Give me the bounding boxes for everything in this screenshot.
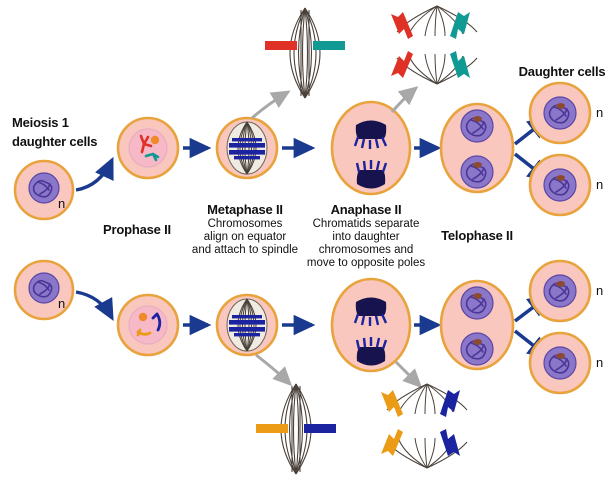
cell-daughter-bottom-1	[528, 259, 592, 323]
cell-daughter-top-2	[528, 153, 592, 217]
arrow-to-prophase-bottom	[75, 290, 114, 321]
ploidy-label-n-daughter-top-1: n	[596, 105, 604, 120]
desc-metaphase-2-line-1: Chromosomes	[207, 218, 283, 230]
chromosome-orange-inset	[256, 424, 288, 433]
chromatid-cluster-lower	[355, 160, 388, 189]
chromatid-cluster-upper	[353, 120, 388, 149]
chromosome-red	[139, 134, 153, 154]
cell-metaphase-2-top	[215, 116, 279, 180]
spindle-fibers	[237, 121, 257, 175]
cell-telophase-2-top	[439, 102, 515, 194]
ploidy-label-n-daughter-bottom-1: n	[596, 283, 604, 298]
nucleus-upper	[460, 286, 494, 320]
cell-telophase-2-bottom	[439, 279, 515, 371]
cell-prophase-2-top	[116, 116, 180, 180]
centriole-dot	[138, 312, 148, 322]
label-telophase-2: Telophase II	[441, 228, 513, 243]
chromatid-teal-upper	[450, 12, 470, 39]
cell-prophase-2-bottom	[116, 293, 180, 357]
desc-metaphase-2-line-2: align on equator	[203, 231, 287, 243]
cell-daughter-top-1	[528, 81, 592, 145]
inset-metaphase-bottom	[256, 383, 336, 475]
cell-daughter-bottom-2	[528, 331, 592, 395]
desc-anaphase-2-line-4: move to opposite poles	[306, 257, 426, 269]
ploidy-label-n-top-start: n	[58, 196, 66, 211]
nucleus-lower	[460, 332, 494, 366]
cell-anaphase-2-top	[330, 100, 412, 196]
nucleus-membrane	[128, 128, 168, 168]
chromosome-blue-inset	[304, 424, 336, 433]
chromosomes-at-equator	[229, 315, 265, 337]
chromatid-orange-upper	[381, 390, 403, 417]
chromatid-blue-upper	[440, 390, 460, 417]
inset-anaphase-top	[391, 5, 478, 85]
chromatid-orange-lower	[381, 429, 403, 456]
chromosome-teal-inset	[313, 41, 345, 50]
chromosomes-at-equator	[229, 138, 265, 160]
cell-meiosis1-daughter-bottom	[13, 259, 75, 321]
callout-arrow-anaphase-top	[390, 86, 419, 113]
callout-arrow-metaphase-top	[251, 90, 291, 120]
arrow-to-prophase-top	[75, 156, 114, 192]
chromatid-cluster-lower	[355, 337, 388, 366]
chromatid-red-upper	[391, 12, 413, 39]
chromosome-orange	[136, 328, 152, 337]
inset-metaphase-top	[265, 7, 345, 99]
desc-anaphase-2-line-1: Chromatids separate	[312, 218, 420, 230]
ploidy-label-n-daughter-top-2: n	[596, 177, 604, 192]
chromosome-red-inset	[265, 41, 297, 50]
inset-anaphase-bottom	[381, 383, 468, 469]
chromosome-blue	[151, 312, 162, 332]
chromatid-blue-lower	[440, 429, 460, 456]
chromatid-cluster-upper	[353, 297, 388, 326]
chromosome-teal	[144, 152, 160, 162]
label-meiosis1-daughter-cells-line1: Meiosis 1	[12, 115, 69, 130]
cell-anaphase-2-bottom	[330, 277, 412, 373]
desc-anaphase-2-line-2: into daughter	[332, 231, 400, 243]
ploidy-label-n-bottom-start: n	[58, 296, 66, 311]
callout-arrow-metaphase-bottom	[255, 353, 293, 387]
chromatid-teal-lower	[450, 51, 470, 78]
desc-anaphase-2-line-3: chromosomes and	[318, 244, 414, 256]
label-metaphase-2: Metaphase II	[207, 202, 283, 217]
label-daughter-cells: Daughter cells	[518, 64, 606, 79]
label-meiosis1-daughter-cells-line2: daughter cells	[12, 134, 98, 149]
nucleus-upper	[460, 109, 494, 143]
ploidy-label-n-daughter-bottom-2: n	[596, 355, 604, 370]
desc-metaphase-2-line-3: and attach to spindle	[191, 244, 299, 256]
nucleus-lower	[460, 155, 494, 189]
centriole-dot	[150, 135, 160, 145]
nucleus-chromatin	[28, 172, 60, 204]
chromatid-red-lower	[391, 51, 413, 78]
callout-arrow-anaphase-bottom	[394, 360, 423, 389]
label-anaphase-2: Anaphase II	[330, 202, 402, 217]
cell-metaphase-2-bottom	[215, 293, 279, 357]
label-prophase-2: Prophase II	[103, 222, 171, 237]
cell-meiosis1-daughter-top	[13, 159, 75, 221]
